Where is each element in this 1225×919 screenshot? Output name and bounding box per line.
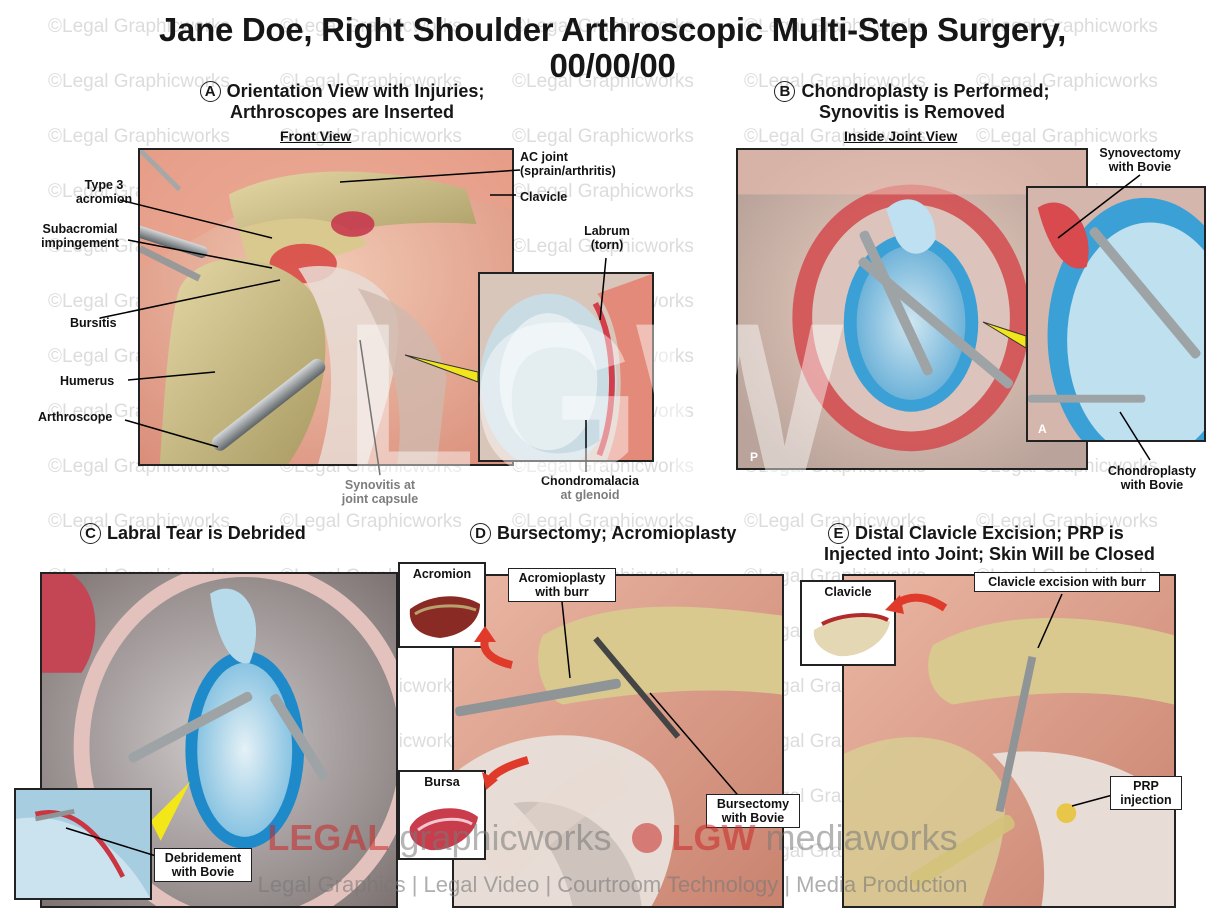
- clavicle-fragment-illustration: [813, 613, 890, 657]
- section-c-line1: Labral Tear is Debrided: [107, 523, 306, 543]
- panel-b-inset-illustration: [1028, 188, 1204, 440]
- footer-brand: LEGAL graphicworks LGW mediaworks: [0, 818, 1225, 858]
- section-b-line1: Chondroplasty is Performed;: [801, 81, 1050, 101]
- label-arthroscope: Arthroscope: [38, 410, 113, 424]
- footer-mediaworks: mediaworks: [765, 817, 958, 858]
- label-humerus: Humerus: [60, 374, 115, 388]
- label-ac-joint: AC joint(sprain/arthritis): [520, 150, 616, 178]
- page-title: Jane Doe, Right Shoulder Arthroscopic Mu…: [0, 12, 1225, 84]
- label-clavicle-a: Clavicle: [520, 190, 568, 204]
- play-icon: [631, 823, 662, 853]
- section-e-line1: Distal Clavicle Excision; PRP is: [855, 523, 1124, 543]
- footer-legal: LEGAL: [267, 817, 390, 858]
- page-title-line2: 00/00/00: [549, 47, 676, 84]
- arthroscope-shape: [211, 358, 326, 451]
- watermark-text: ©Legal Graphicworks: [280, 511, 462, 532]
- section-d-line1: Bursectomy; Acromioplasty: [497, 523, 737, 543]
- section-c-letter: C: [80, 523, 101, 544]
- inside-joint-view-label: Inside Joint View: [844, 128, 958, 144]
- watermark-text: ©Legal Graphicworks: [48, 126, 230, 147]
- page-title-line1: Jane Doe, Right Shoulder Arthroscopic Mu…: [159, 11, 1066, 48]
- section-b-line2: Synovitis is Removed: [818, 102, 1006, 122]
- section-d-letter: D: [470, 523, 491, 544]
- section-a-line1: Orientation View with Injuries;: [226, 81, 485, 101]
- panel-a-illustration: [140, 150, 512, 464]
- panel-a-inset-joint: [478, 272, 654, 462]
- clavicle-thumb-label: Clavicle: [824, 585, 872, 599]
- acromion-thumb-label: Acromion: [412, 567, 472, 581]
- section-a-letter: A: [199, 81, 221, 102]
- bursa-illustration: [409, 808, 478, 851]
- section-c-heading: C Labral Tear is Debrided: [80, 523, 306, 544]
- bursa-thumbnail: Bursa: [398, 770, 486, 860]
- section-e-heading: E Distal Clavicle Excision; PRP is Inject…: [824, 523, 1198, 565]
- panel-b-orientation-p: P: [750, 450, 759, 464]
- footer-graphicworks: graphicworks: [399, 817, 612, 858]
- panel-b-inset-joint: A: [1026, 186, 1206, 442]
- acromion-thumbnail: Acromion: [398, 562, 486, 648]
- panel-b-inset-orientation-a: A: [1038, 422, 1047, 436]
- section-d-heading: D Bursectomy; Acromioplasty: [470, 523, 736, 544]
- footer-tagline: Legal Graphics | Legal Video | Courtroom…: [257, 872, 968, 897]
- clavicle-thumbnail: Clavicle: [800, 580, 896, 666]
- footer-lgw: LGW: [671, 817, 756, 858]
- section-e-line2: Injected into Joint; Skin Will be Closed: [824, 544, 1155, 564]
- front-view-label: Front View: [280, 128, 352, 144]
- watermark-text: ©Legal Graphicworks: [512, 126, 694, 147]
- section-b-letter: B: [774, 81, 796, 102]
- bursa-thumb-label: Bursa: [424, 775, 460, 789]
- watermark-text: ©Legal Graphicworks: [976, 126, 1158, 147]
- section-a-line2: Arthroscopes are Inserted: [229, 102, 455, 122]
- acromion-fragment-illustration: [409, 596, 480, 638]
- label-labrum-torn: Labrum(torn): [584, 224, 630, 252]
- section-e-letter: E: [828, 523, 849, 544]
- panel-e-illustration: [844, 576, 1174, 906]
- panel-a-front-view: [138, 148, 514, 466]
- panel-a-inset-illustration: [480, 274, 652, 460]
- label-clavicle-excision: Clavicle excision with burr: [974, 572, 1160, 592]
- label-bursitis: Bursitis: [70, 316, 117, 330]
